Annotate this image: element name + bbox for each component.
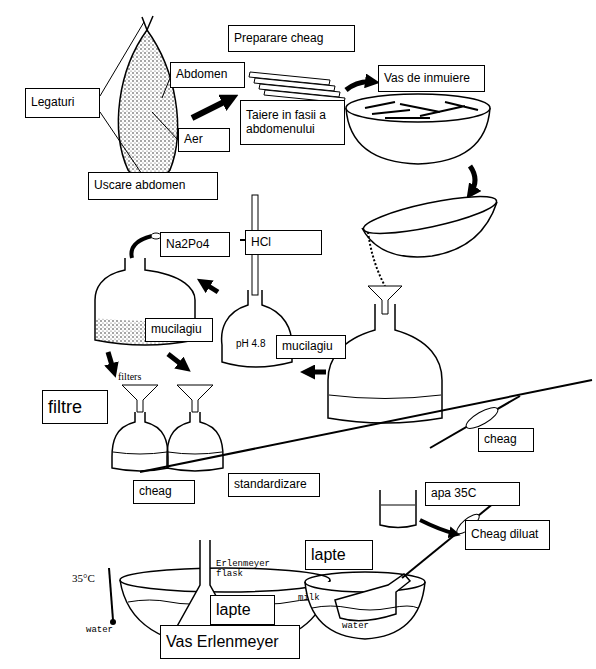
label-box: mucilagiu <box>276 335 346 359</box>
flow-arrow <box>192 98 232 118</box>
liquid-level <box>168 452 222 454</box>
label-box: lapte <box>210 595 275 625</box>
thermometer-bulb <box>110 619 116 625</box>
box-text: cheag <box>139 485 172 499</box>
liquid-level <box>329 395 441 399</box>
flow-arrow <box>420 520 456 534</box>
filter-flask <box>167 412 223 471</box>
illustration-label: 35°C <box>72 572 95 584</box>
label-box: Preparare cheag <box>228 25 355 52</box>
illustration-label: Erlenmeyer flask <box>216 560 278 580</box>
pouring-bowl-rim <box>361 189 499 241</box>
filter-funnel <box>177 385 213 412</box>
box-text: Uscare abdomen <box>94 179 185 193</box>
label-box: mucilagiu <box>145 318 213 342</box>
filter-flask <box>112 412 168 471</box>
illustration-label: milk <box>298 594 320 604</box>
box-text: HCl <box>251 236 271 250</box>
label-box: Uscare abdomen <box>88 172 218 200</box>
flow-arrow <box>202 282 218 292</box>
bag-ties <box>142 16 156 192</box>
box-text: Aer <box>184 133 203 147</box>
label-box: Vas Erlenmeyer <box>160 625 300 659</box>
illustration-label: water <box>342 622 369 632</box>
box-text: Preparare cheag <box>234 32 323 46</box>
label-box: HCl <box>245 230 322 255</box>
leader-lines <box>100 22 178 186</box>
abdomen-bag <box>118 30 177 179</box>
label-box: Cheag diluat <box>465 520 550 550</box>
box-text: cheag <box>484 433 517 447</box>
section-divider <box>140 380 592 472</box>
funnel <box>368 286 402 314</box>
pouring-tube <box>131 236 152 258</box>
label-box: Legaturi <box>25 88 100 118</box>
liquid-level <box>113 452 167 454</box>
water-surface <box>312 606 418 610</box>
label-box: Aer <box>178 128 230 152</box>
beaker <box>380 490 416 528</box>
label-box: Vas de inmuiere <box>378 65 485 92</box>
thermometer <box>109 568 113 620</box>
box-text: Vas Erlenmeyer <box>166 633 279 651</box>
flow-arrow <box>306 370 326 375</box>
box-text: lapte <box>216 601 251 619</box>
label-box: lapte <box>305 540 373 570</box>
flow-arrow <box>168 354 186 368</box>
tilted-flask <box>335 574 410 621</box>
box-text: Vas de inmuiere <box>384 72 470 86</box>
flow-arrow <box>346 82 374 90</box>
box-text: apa 35C <box>431 487 476 501</box>
box-text: mucilagiu <box>282 340 333 354</box>
bowl-rim <box>346 94 490 122</box>
large-bottle <box>328 304 442 423</box>
box-text: standardizare <box>234 478 307 492</box>
label-box: Taiere in fasii a abdomenului <box>240 100 345 145</box>
box-text: Legaturi <box>31 96 74 110</box>
filter-funnel <box>122 385 158 412</box>
illustration-label: filters <box>118 371 141 382</box>
illustration-label: pH 4.8 <box>236 338 265 349</box>
soaking-strips <box>365 102 478 118</box>
illustration-label: water <box>86 626 113 636</box>
flow-arrow <box>470 166 475 194</box>
water-level <box>381 505 415 506</box>
label-box: filtre <box>42 390 108 424</box>
box-text: Taiere in fasii a abdomenului <box>246 109 339 137</box>
label-box: cheag <box>478 428 534 452</box>
box-text: filtre <box>48 397 82 418</box>
label-box: cheag <box>133 480 195 504</box>
box-text: lapte <box>311 546 346 564</box>
box-text: Na2Po4 <box>166 238 209 252</box>
label-box: standardizare <box>228 473 320 497</box>
box-text: Abdomen <box>176 68 227 82</box>
label-box: Na2Po4 <box>160 232 230 257</box>
liquid-stream <box>368 232 385 286</box>
box-text: Cheag diluat <box>471 528 538 542</box>
box-text: mucilagiu <box>151 323 202 337</box>
label-box: Abdomen <box>170 62 245 88</box>
label-box: apa 35C <box>425 482 520 506</box>
flow-arrow <box>108 352 114 372</box>
pipette <box>430 396 520 448</box>
